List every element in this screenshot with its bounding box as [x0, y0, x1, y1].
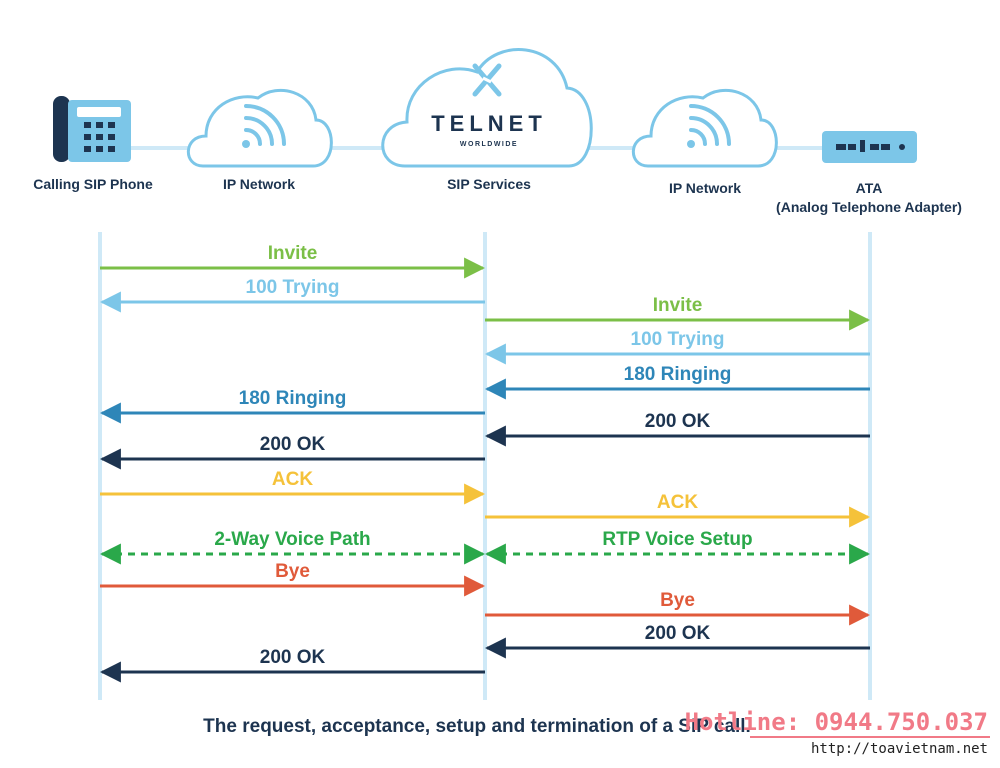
message-label: 200 OK [260, 434, 326, 455]
node-label-ip-network-1: IP Network [223, 176, 295, 192]
message-4: 100 Trying [484, 329, 870, 365]
ip-network-cloud-icon [186, 88, 333, 168]
website-watermark: http://toavietnam.net [811, 741, 988, 757]
ata-device-icon [822, 131, 917, 163]
telnet-logo-icon [472, 63, 502, 97]
sip-services-cloud-icon [381, 48, 593, 168]
message-7: 200 OK [484, 411, 870, 447]
message-8: 200 OK [99, 434, 485, 470]
node-label-ip-network-2: IP Network [669, 180, 741, 196]
message-1: Invite [100, 243, 486, 279]
node-label-ata: ATA [856, 180, 883, 196]
message-label: ACK [272, 469, 313, 490]
message-3: Invite [485, 295, 871, 331]
ip-network-cloud-icon [631, 88, 778, 168]
message-label: Invite [653, 295, 703, 316]
brand-tagline: WORLDWIDE [460, 141, 518, 148]
message-label: 200 OK [645, 623, 711, 644]
message-2: 100 Trying [99, 277, 485, 313]
message-5: 180 Ringing [484, 364, 870, 400]
message-label: 2-Way Voice Path [214, 529, 370, 550]
message-label: Bye [660, 590, 695, 611]
message-label: 180 Ringing [624, 364, 732, 385]
node-label-phone: Calling SIP Phone [33, 176, 153, 192]
message-11: 2-Way Voice Path [99, 529, 486, 565]
message-13: Bye [100, 561, 486, 597]
message-12: RTP Voice Setup [484, 529, 871, 565]
message-16: 200 OK [99, 647, 485, 683]
message-14: Bye [485, 590, 871, 626]
message-6: 180 Ringing [99, 388, 485, 424]
message-15: 200 OK [484, 623, 870, 659]
wifi-icon [687, 104, 731, 148]
brand-name: TELNET [431, 111, 547, 136]
message-label: Bye [275, 561, 310, 582]
message-label: Invite [268, 243, 318, 264]
message-label: 180 Ringing [239, 388, 347, 409]
node-sublabel-ata: (Analog Telephone Adapter) [776, 199, 962, 215]
hotline-watermark: Hotline: 0944.750.037 [685, 708, 988, 736]
message-label: ACK [657, 492, 698, 513]
diagram-caption: The request, acceptance, setup and termi… [203, 716, 751, 737]
message-label: 100 Trying [631, 329, 725, 350]
desk-phone-icon [53, 96, 131, 162]
message-label: 200 OK [260, 647, 326, 668]
wifi-icon [242, 104, 286, 148]
message-label: 200 OK [645, 411, 711, 432]
message-label: 100 Trying [246, 277, 340, 298]
message-label: RTP Voice Setup [602, 529, 752, 550]
message-9: ACK [100, 469, 486, 505]
message-10: ACK [485, 492, 871, 528]
node-label-sip-services: SIP Services [447, 176, 531, 192]
